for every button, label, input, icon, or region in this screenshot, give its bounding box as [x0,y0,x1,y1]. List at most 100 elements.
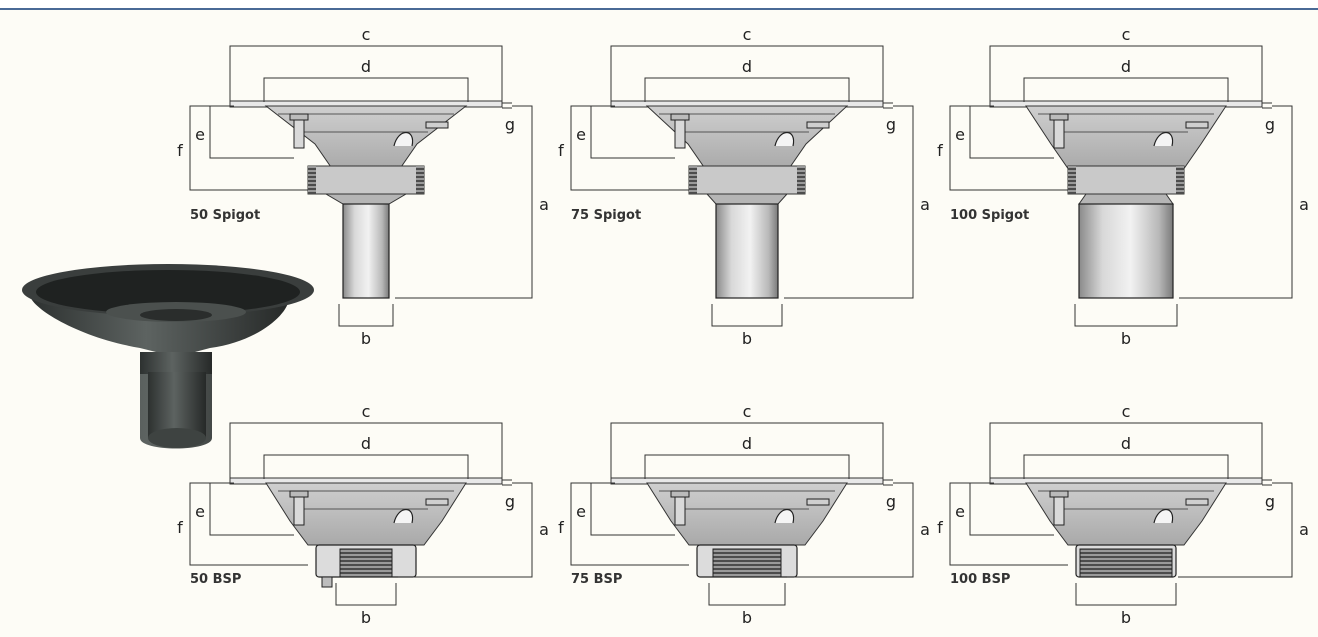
dim-line-d [263,454,469,479]
dim-line-c [229,422,503,479]
dim-label-d: d [361,57,371,76]
dim-label-f: f [558,518,564,537]
dim-label-d: d [742,434,752,453]
variant-caption: 100 Spigot [950,208,1029,223]
dim-line-d [1023,454,1229,479]
dim-line-f [189,105,308,191]
dim-line-e [969,105,1054,159]
clamp-bar [425,121,449,129]
dim-line-d [644,77,850,102]
dim-line-g [1262,479,1272,486]
dim-label-b: b [1121,608,1131,627]
bolt-head [1049,113,1069,121]
bowl-slot [393,131,414,147]
dim-line-d [1023,77,1229,102]
dim-label-a: a [539,195,549,214]
drain-bowl [265,482,467,546]
collar-thread [797,166,805,194]
dim-line-a [395,105,533,299]
dim-line-e [590,482,675,536]
clamp-bolt [293,492,305,526]
clamp-collar [307,165,425,195]
dim-line-f [949,105,1068,191]
variant-caption: 100 BSP [950,572,1010,587]
bsp-thread [339,548,393,578]
collar-thread [1068,166,1076,194]
bolt-head [670,490,690,498]
roof-drain-photo [22,264,314,449]
variant-caption: 50 BSP [190,572,241,587]
dim-label-f: f [937,141,943,160]
dim-line-a [1179,105,1293,299]
dim-label-f: f [177,518,183,537]
dim-line-c [989,422,1263,479]
variant-caption: 50 Spigot [190,208,260,223]
variant-caption: 75 Spigot [571,208,641,223]
dim-line-f [570,482,689,566]
dim-label-a: a [1299,520,1309,539]
bowl-slot [774,508,795,524]
reducer [705,193,789,205]
dim-label-g: g [505,115,515,134]
dim-label-b: b [742,329,752,348]
dim-label-g: g [505,492,515,511]
bowl-slot [1153,508,1174,524]
dim-label-e: e [576,502,586,521]
dim-line-b [1074,304,1178,327]
collar-thread [1176,166,1184,194]
bsp-lug [321,576,333,588]
dim-line-c [610,422,884,479]
dim-line-c [229,45,503,102]
dim-label-e: e [195,502,205,521]
spigot-pipe [1078,203,1174,299]
dim-line-f [189,482,308,566]
dim-label-a: a [1299,195,1309,214]
dim-line-e [209,105,294,159]
dim-label-c: c [1122,25,1131,44]
dim-label-f: f [937,518,943,537]
dim-label-b: b [361,608,371,627]
dim-label-g: g [1265,492,1275,511]
clamp-bolt [1053,115,1065,149]
dim-label-c: c [362,402,371,421]
dim-label-b: b [1121,329,1131,348]
drain-bowl [646,482,848,546]
dim-line-e [590,105,675,159]
dim-line-b [1075,583,1177,606]
clamp-bolt [293,115,305,149]
clamp-bolt [1053,492,1065,526]
variant-caption: 75 BSP [571,572,622,587]
dim-line-e [209,482,294,536]
bowl-slot [1153,131,1174,147]
dim-line-g [502,479,512,486]
bsp-thread [1079,548,1173,578]
dim-label-e: e [195,125,205,144]
dim-label-g: g [886,492,896,511]
dim-label-c: c [743,25,752,44]
spigot-pipe [715,203,779,299]
collar-thread [416,166,424,194]
dim-label-g: g [886,115,896,134]
dim-label-e: e [955,502,965,521]
bolt-head [289,113,309,121]
dim-line-g [502,102,512,109]
dim-line-b [711,304,783,327]
bolt-head [670,113,690,121]
dim-label-c: c [743,402,752,421]
clamp-bolt [674,115,686,149]
clamp-bar [806,121,830,129]
dim-line-a [398,482,533,578]
dim-label-d: d [1121,57,1131,76]
reducer [1078,193,1174,205]
dim-line-f [949,482,1068,566]
bolt-head [289,490,309,498]
collar-thread [308,166,316,194]
dim-label-a: a [920,195,930,214]
dim-label-e: e [955,125,965,144]
